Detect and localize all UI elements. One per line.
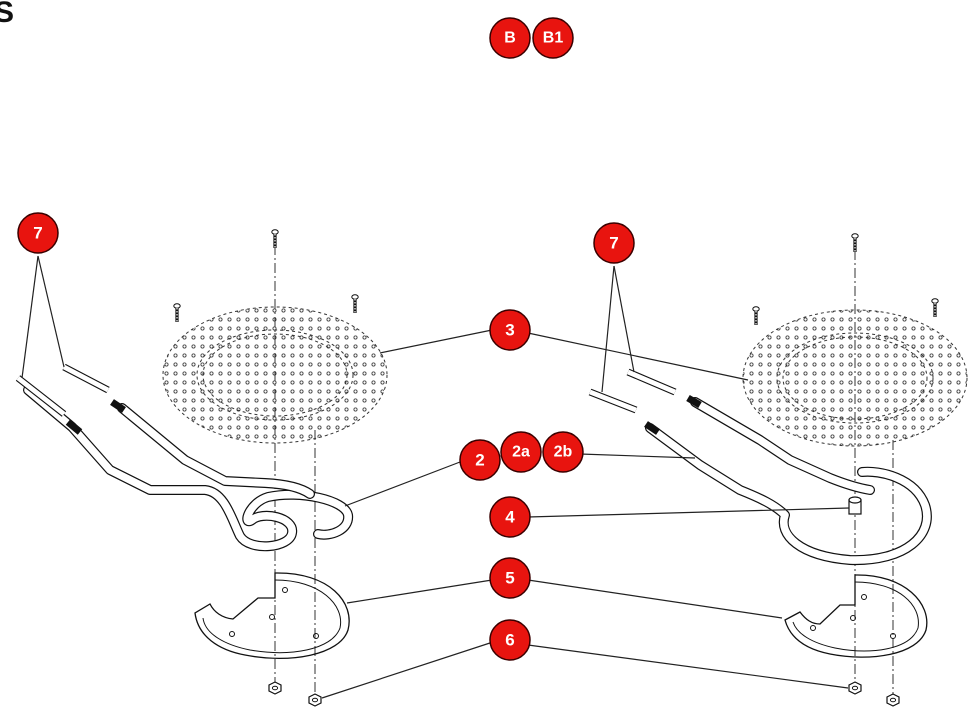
svg-text:2: 2 [475, 451, 484, 470]
svg-text:2b: 2b [554, 444, 573, 461]
callout-b1: B1 [532, 17, 574, 59]
svg-text:2a: 2a [512, 444, 530, 461]
nut-icon [886, 693, 900, 707]
screw-icon [850, 232, 860, 254]
callout-7-right: 7 [593, 222, 635, 264]
callout-3: 3 [489, 309, 531, 351]
callout-2b: 2b [542, 431, 584, 473]
nut-icon [848, 681, 862, 695]
callout-6: 6 [489, 619, 531, 661]
reflector-plate-left [194, 572, 350, 660]
screw-icon [270, 228, 280, 250]
svg-text:5: 5 [505, 569, 514, 588]
callout-2a: 2a [500, 431, 542, 473]
burner-ring-right [742, 309, 968, 447]
svg-text:B: B [504, 30, 516, 47]
burner-ring-left [162, 306, 388, 444]
heating-element-left [15, 363, 354, 552]
nut-icon [308, 693, 322, 707]
reflector-plate-right [784, 574, 928, 658]
screw-icon [751, 305, 761, 327]
page-heading: S [0, 0, 14, 29]
svg-text:4: 4 [505, 508, 515, 527]
left-assembly [15, 228, 388, 707]
callout-b: B [489, 17, 531, 59]
callout-5: 5 [489, 557, 531, 599]
right-assembly [588, 232, 968, 707]
svg-text:B1: B1 [543, 30, 564, 47]
screw-icon [172, 302, 182, 324]
callout-7-left: 7 [17, 212, 59, 254]
svg-text:7: 7 [33, 224, 42, 243]
callout-4: 4 [489, 496, 531, 538]
screw-icon [350, 293, 360, 315]
svg-text:7: 7 [609, 234, 618, 253]
nut-icon [268, 681, 282, 695]
screw-icon [930, 297, 940, 319]
heating-element-right [588, 368, 932, 566]
svg-text:3: 3 [505, 321, 514, 340]
callout-2: 2 [459, 439, 501, 481]
svg-text:6: 6 [505, 631, 514, 650]
leader-lines [21, 255, 850, 699]
